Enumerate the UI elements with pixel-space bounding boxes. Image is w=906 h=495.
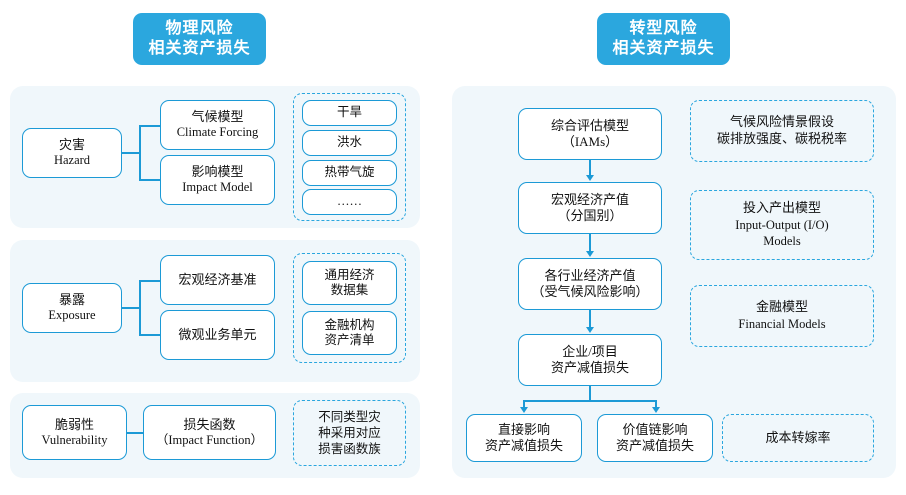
node-iams[interactable]: 综合评估模型 （IAMs）: [518, 108, 662, 160]
node-exposure-root-en: Exposure: [48, 308, 96, 323]
node-impact-function-cn: 损失函数: [183, 416, 236, 432]
node-macro-baseline[interactable]: 宏观经济基准: [160, 255, 275, 305]
node-vulnerability-root-cn: 脆弱性: [54, 416, 94, 432]
chip-generic-economic-dataset[interactable]: 通用经济 数据集: [302, 261, 397, 305]
arrowhead-outcome-direct: [519, 407, 528, 413]
node-iams-line2: （IAMs）: [561, 134, 619, 149]
node-vulnerability-root-en: Vulnerability: [41, 432, 108, 447]
chip-tropical-cyclone-label: 热带气旋: [324, 165, 375, 180]
node-vulnerability-root[interactable]: 脆弱性 Vulnerability: [22, 405, 127, 460]
right-badge-line1: 转型风险: [629, 19, 698, 37]
node-climate-forcing-en: Climate Forcing: [176, 125, 259, 140]
aside-damage-function-note-line3: 损害函数族: [318, 442, 381, 457]
connector-exposure-spine: [139, 280, 141, 335]
node-impact-model[interactable]: 影响模型 Impact Model: [160, 155, 275, 205]
chip-ellipsis-label: ……: [337, 194, 362, 209]
node-outcome-value-chain-impact-line1: 价值链影响: [622, 421, 688, 437]
aside-input-output-line2: Input-Output (I/O): [735, 218, 829, 233]
connector-sector-to-firm: [589, 310, 591, 331]
aside-cost-passthrough-rate: 成本转嫁率: [722, 414, 874, 462]
chip-drought[interactable]: 干旱: [302, 100, 397, 126]
aside-climate-scenario-line1: 气候风险情景假设: [729, 114, 834, 130]
chip-tropical-cyclone[interactable]: 热带气旋: [302, 160, 397, 186]
node-hazard-root[interactable]: 灾害 Hazard: [22, 128, 122, 178]
node-outcome-direct-impact-line1: 直接影响: [497, 421, 550, 437]
node-outcome-value-chain-impact-line2: 资产减值损失: [615, 438, 694, 453]
connector-hazard-stem: [122, 152, 140, 154]
node-exposure-root-cn: 暴露: [58, 292, 85, 308]
node-firm-impairment-line1: 企业/项目: [562, 343, 618, 359]
node-climate-forcing-cn: 气候模型: [191, 109, 244, 125]
node-climate-forcing[interactable]: 气候模型 Climate Forcing: [160, 100, 275, 150]
aside-cost-passthrough-line1: 成本转嫁率: [765, 429, 831, 445]
node-macro-output[interactable]: 宏观经济产值 （分国别）: [518, 182, 662, 234]
chip-financial-institution-asset-list-line2: 资产清单: [324, 333, 375, 347]
node-iams-line1: 综合评估模型: [550, 117, 629, 133]
aside-damage-function-note: 不同类型灾 种采用对应 损害函数族: [293, 400, 406, 466]
aside-damage-function-note-line1: 不同类型灾: [318, 409, 381, 424]
right-badge-line2: 相关资产损失: [612, 40, 715, 57]
node-micro-business-unit[interactable]: 微观业务单元: [160, 310, 275, 360]
aside-exposure-data: [293, 253, 406, 363]
node-firm-impairment[interactable]: 企业/项目 资产减值损失: [518, 334, 662, 386]
chip-financial-institution-asset-list-line1: 金融机构: [324, 317, 375, 332]
node-impact-function[interactable]: 损失函数 （Impact Function）: [143, 405, 276, 460]
left-header-badge: 物理风险 相关资产损失: [133, 13, 266, 65]
chip-generic-economic-dataset-line2: 数据集: [330, 283, 369, 297]
node-macro-output-line2: （分国别）: [557, 208, 623, 223]
aside-hazard-types: [293, 93, 406, 221]
chip-ellipsis[interactable]: ……: [302, 189, 397, 215]
chip-generic-economic-dataset-line1: 通用经济: [324, 267, 375, 282]
connector-hazard-to-child-2: [139, 179, 161, 181]
arrowhead-outcome-valuechain: [651, 407, 660, 413]
connector-firm-split-bar: [523, 400, 656, 402]
left-badge-line1: 物理风险: [165, 19, 234, 37]
node-sector-output[interactable]: 各行业经济产值 （受气候风险影响）: [518, 258, 662, 310]
chip-drought-label: 干旱: [336, 105, 362, 120]
node-hazard-root-cn: 灾害: [58, 137, 85, 153]
node-firm-impairment-line2: 资产减值损失: [550, 360, 629, 375]
connector-hazard-spine: [139, 125, 141, 180]
node-sector-output-line2: （受气候风险影响）: [531, 284, 649, 299]
aside-input-output-models: 投入产出模型 Input-Output (I/O) Models: [690, 190, 874, 260]
aside-financial-models-line1: 金融模型: [755, 299, 808, 315]
node-impact-function-en: （Impact Function）: [155, 432, 264, 447]
connector-vulnerability: [127, 432, 144, 434]
node-outcome-value-chain-impact[interactable]: 价值链影响 资产减值损失: [597, 414, 713, 462]
connector-split-left-drop: [523, 400, 525, 410]
chip-flood[interactable]: 洪水: [302, 130, 397, 156]
node-hazard-root-en: Hazard: [53, 153, 91, 168]
aside-climate-scenario-line2: 碳排放强度、碳税税率: [716, 131, 847, 146]
connector-exposure-to-child-2: [139, 334, 161, 336]
node-micro-business-unit-cn: 微观业务单元: [178, 326, 257, 342]
aside-damage-function-note-line2: 种采用对应: [318, 425, 381, 440]
connector-firm-split-stem: [589, 386, 591, 401]
node-macro-output-line1: 宏观经济产值: [550, 191, 629, 207]
aside-climate-scenario-assumption: 气候风险情景假设 碳排放强度、碳税税率: [690, 100, 874, 162]
node-impact-model-cn: 影响模型: [191, 164, 244, 180]
node-impact-model-en: Impact Model: [182, 180, 253, 195]
node-outcome-direct-impact[interactable]: 直接影响 资产减值损失: [466, 414, 582, 462]
connector-iams-to-macro: [589, 160, 591, 179]
chip-financial-institution-asset-list[interactable]: 金融机构 资产清单: [302, 311, 397, 355]
node-exposure-root[interactable]: 暴露 Exposure: [22, 283, 122, 333]
arrowhead-iams-to-macro: [585, 175, 594, 181]
node-outcome-direct-impact-line2: 资产减值损失: [484, 438, 563, 453]
connector-macro-to-sector: [589, 234, 591, 255]
arrowhead-macro-to-sector: [585, 251, 594, 257]
aside-financial-models-line2: Financial Models: [738, 317, 826, 332]
arrowhead-sector-to-firm: [585, 327, 594, 333]
connector-exposure-stem: [122, 307, 140, 309]
node-sector-output-line1: 各行业经济产值: [544, 267, 636, 283]
node-macro-baseline-cn: 宏观经济基准: [178, 271, 257, 287]
connector-hazard-to-child-1: [139, 125, 161, 127]
aside-input-output-line1: 投入产出模型: [742, 200, 821, 216]
right-header-badge: 转型风险 相关资产损失: [597, 13, 730, 65]
chip-flood-label: 洪水: [336, 135, 362, 150]
connector-exposure-to-child-1: [139, 280, 161, 282]
left-badge-line2: 相关资产损失: [148, 40, 251, 57]
aside-financial-models: 金融模型 Financial Models: [690, 285, 874, 347]
connector-split-right-drop: [655, 400, 657, 410]
aside-input-output-line3: Models: [763, 234, 801, 249]
